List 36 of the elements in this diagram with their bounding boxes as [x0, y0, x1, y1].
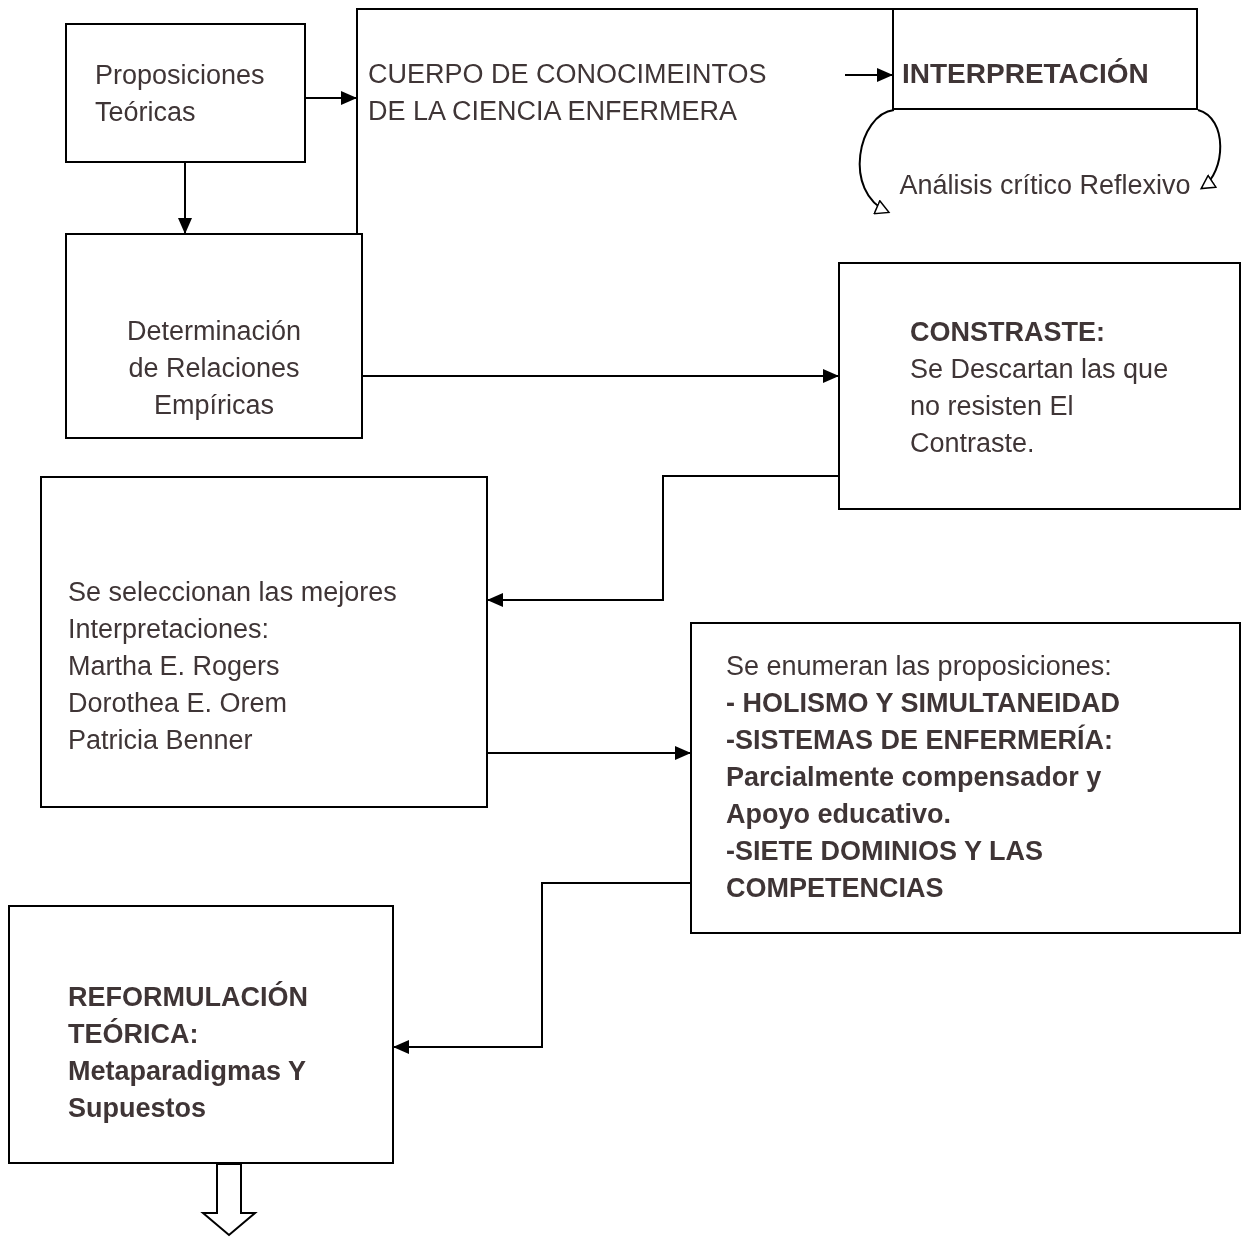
arrow	[305, 91, 357, 105]
node-text: Martha E. Rogers	[68, 650, 281, 683]
process-box	[838, 262, 1241, 510]
arrow	[393, 882, 691, 1054]
node-text: Metaparadigmas Y Supuestos	[68, 1055, 307, 1125]
node-text: CONSTRASTE:	[910, 316, 1106, 349]
block-arrow	[200, 1163, 258, 1237]
node-text: - HOLISMO Y SIMULTANEIDAD	[726, 687, 1121, 720]
node-text: Se Descartan las que no resisten El Contraste.	[910, 353, 1169, 460]
node-text: Se seleccionan las mejores Interpretaciones:	[68, 576, 398, 646]
node-text: Proposiciones Teóricas	[95, 59, 266, 129]
arrow	[178, 162, 192, 234]
process-frame	[356, 8, 845, 233]
process-box	[690, 622, 1241, 934]
node-text: Determinación de Relaciones Empíricas	[125, 315, 303, 422]
node-text: Patricia Benner	[68, 724, 254, 757]
process-box	[892, 8, 1198, 110]
arrow	[362, 369, 839, 383]
arrow	[487, 746, 691, 760]
node-text: -SIETE DOMINIOS Y LAS COMPETENCIAS	[726, 835, 1045, 905]
node-text: Parcialmente compensador y Apoyo educativo.	[726, 761, 1103, 831]
process-box	[40, 476, 488, 808]
node-text: REFORMULACIÓN TEÓRICA:	[68, 980, 309, 1051]
text-label: Análisis crítico Reflexivo	[884, 165, 1206, 240]
arrow	[844, 68, 893, 82]
process-box	[65, 233, 363, 439]
node-text: CUERPO DE CONOCIMEINTOS DE LA CIENCIA ENFERMERA	[368, 58, 768, 128]
node-text: Dorothea E. Orem	[68, 687, 289, 720]
curved-arrow	[858, 109, 895, 214]
arrow	[487, 475, 839, 607]
node-text: INTERPRETACIÓN	[902, 57, 1150, 91]
process-box	[8, 905, 394, 1164]
curved-arrow	[1197, 109, 1222, 190]
node-text: -SISTEMAS DE ENFERMERÍA:	[726, 723, 1115, 757]
process-box	[65, 23, 306, 163]
node-text: Se enumeran las proposiciones:	[726, 650, 1113, 683]
